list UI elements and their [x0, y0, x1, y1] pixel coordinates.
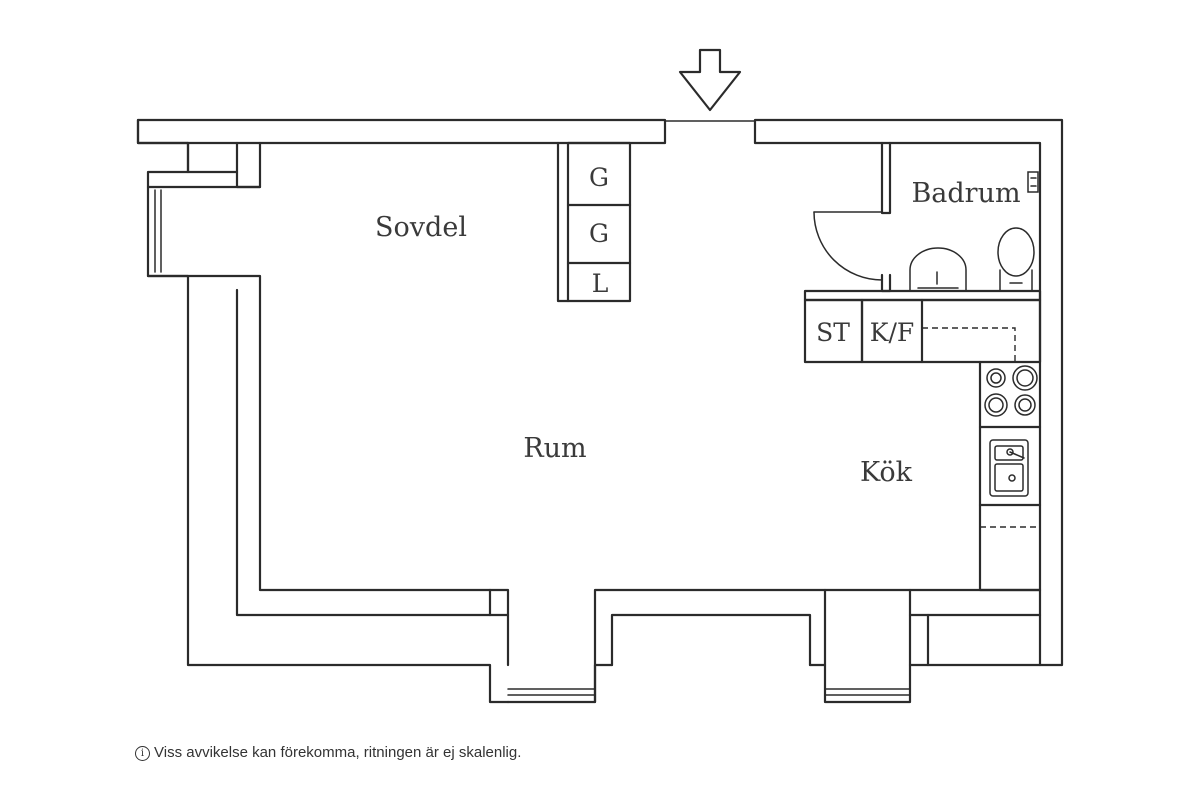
linen-label: L — [592, 269, 609, 298]
wardrobe-label-2: G — [589, 219, 609, 248]
room-label-kok: Kök — [860, 457, 913, 488]
room-label-rum: Rum — [523, 433, 586, 464]
cabinet-label-st: ST — [816, 318, 850, 347]
shower-tap-icon — [1027, 171, 1039, 193]
room-label-badrum: Badrum — [911, 178, 1020, 209]
wall-bottom — [488, 588, 1042, 704]
fridge-freezer-label: K/F — [870, 318, 914, 347]
entrance-arrow-icon — [678, 48, 742, 112]
disclaimer-text: Viss avvikelse kan förekomma, ritningen … — [154, 744, 522, 761]
wall-left — [136, 118, 510, 704]
room-label-sovdel: Sovdel — [375, 212, 467, 243]
stove-icon — [984, 365, 1038, 417]
disclaimer-note: i Viss avvikelse kan förekomma, ritningen… — [135, 744, 521, 761]
kitchen-counter — [978, 360, 1042, 592]
toilet-icon — [997, 227, 1035, 292]
wardrobe-label-1: G — [589, 163, 609, 192]
info-circle-icon: i — [135, 746, 150, 761]
bathroom — [813, 141, 1039, 293]
wardrobes — [556, 141, 632, 303]
sink-icon — [909, 247, 967, 292]
wall-top-left — [136, 118, 667, 145]
kitchen-sink-icon — [989, 439, 1029, 497]
